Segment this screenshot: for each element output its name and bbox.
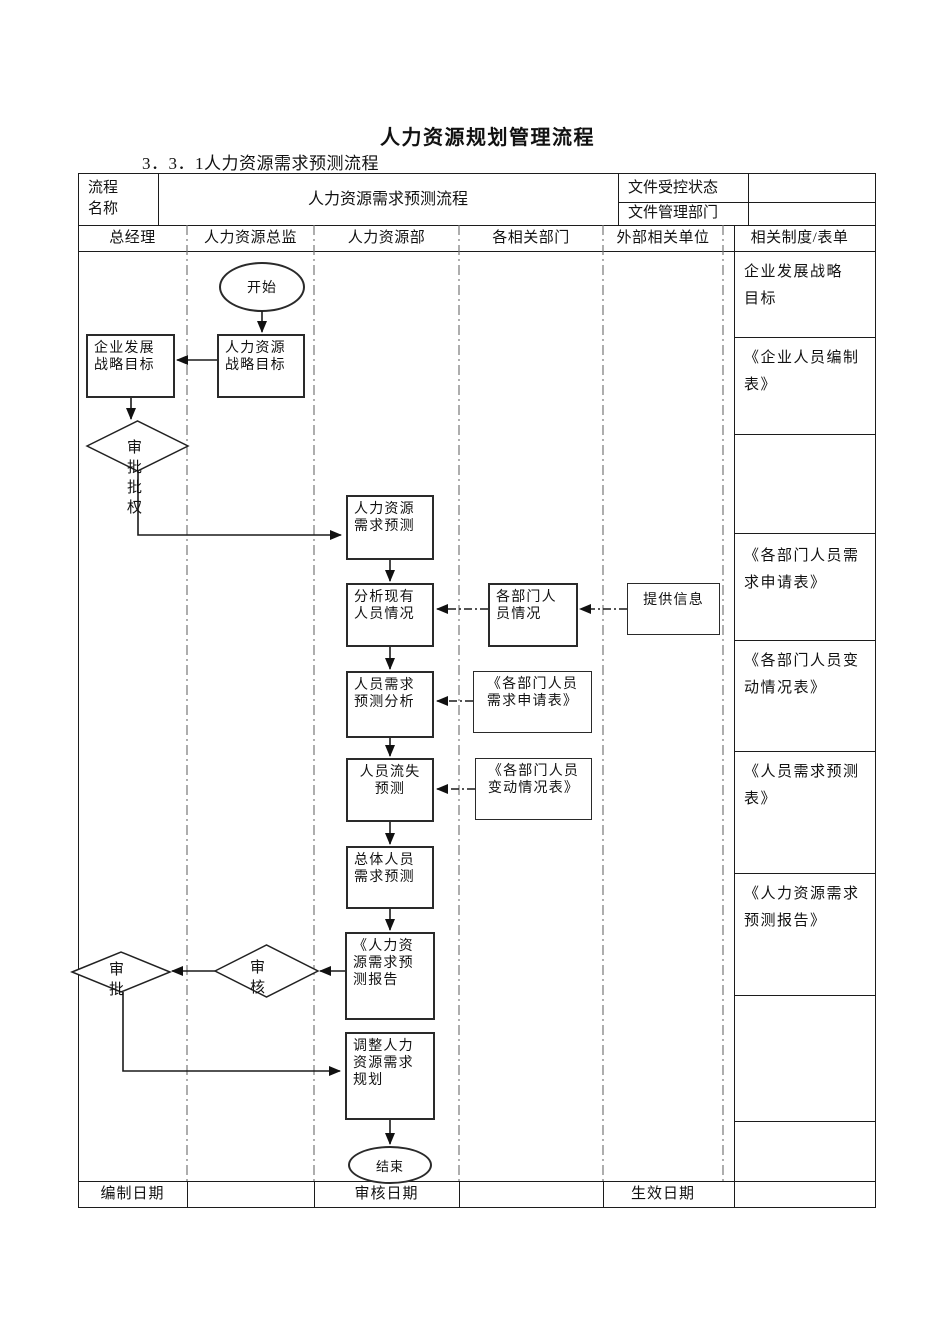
footer-compile-date: 编制日期	[100, 1186, 165, 1202]
process-name-value: 人力资源需求预测流程	[307, 191, 468, 208]
node-attrition-forecast: 人员流失 预测	[346, 758, 434, 822]
form-item-change-form: 《各部门人员变 动情况表》	[744, 653, 860, 696]
lane-header-hr-dept: 人力资源部	[347, 230, 426, 246]
start-node: 开始	[219, 262, 305, 312]
end-node: 结束	[348, 1146, 432, 1184]
form-item-forecast-report: 《人力资源需求 预测报告》	[744, 886, 860, 929]
node-demand-forecast-analysis: 人员需求 预测分析	[346, 671, 434, 738]
form-item-forecast-form: 《人员需求预测 表》	[744, 764, 860, 807]
lane-header-related-forms: 相关制度/表单	[750, 230, 849, 246]
controlled-state-label: 文件受控状态	[628, 180, 719, 196]
footer-effective-date: 生效日期	[630, 1186, 695, 1202]
lane-header-related-depts: 各相关部门	[492, 230, 570, 246]
footer-review-date: 审核日期	[354, 1186, 419, 1202]
process-name-label: 流程名称	[88, 180, 119, 217]
form-item-strategy-goal: 企业发展战略 目标	[744, 264, 844, 307]
form-item-request-form: 《各部门人员需 求申请表》	[744, 548, 860, 591]
node-adjust-hr-plan: 调整人力 资源需求 规划	[345, 1032, 435, 1120]
node-forecast-report: 《人力资 源需求预 测报告	[345, 932, 435, 1020]
node-hr-strategy-goal: 人力资源 战略目标	[217, 334, 305, 398]
node-hr-demand-forecast: 人力资源 需求预测	[346, 495, 434, 560]
page-title: 人力资源规划管理流程	[380, 127, 595, 149]
form-item-staffing-table: 《企业人员编制 表》	[744, 350, 860, 393]
lane-header-hr-director: 人力资源总监	[203, 230, 297, 246]
node-provide-info: 提供信息	[627, 583, 720, 635]
label-approve-authority: 审批批权	[127, 440, 143, 516]
node-total-demand-forecast: 总体人员 需求预测	[346, 846, 434, 909]
lane-header-external-units: 外部相关单位	[616, 230, 710, 246]
label-approve: 审批	[109, 962, 125, 998]
node-dept-staff-status: 各部门人 员情况	[488, 583, 578, 647]
node-form-change-table: 《各部门人员 变动情况表》	[475, 758, 592, 820]
node-form-request-table: 《各部门人员 需求申请表》	[473, 671, 592, 733]
label-review: 审核	[250, 960, 266, 996]
lane-header-general-manager: 总经理	[109, 230, 156, 246]
section-subtitle: 3．3．1人力资源需求预测流程	[142, 154, 379, 173]
node-corp-strategy-goal: 企业发展 战略目标	[86, 334, 175, 398]
managing-dept-label: 文件管理部门	[628, 205, 719, 221]
node-analyze-current-staff: 分析现有 人员情况	[346, 583, 434, 647]
